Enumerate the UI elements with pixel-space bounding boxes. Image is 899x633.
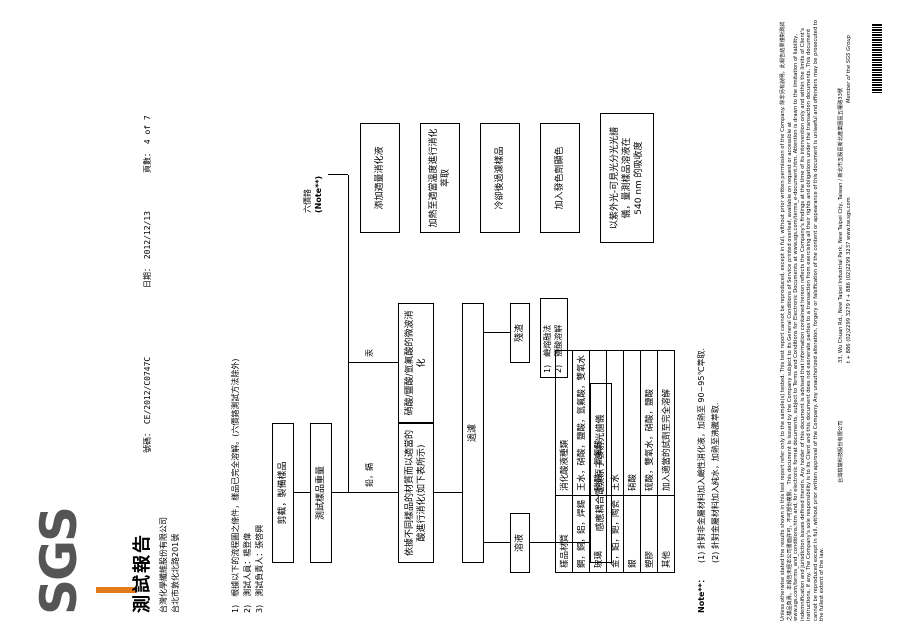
- cr-uv-line-2: 儀，量測樣品溶液在: [621, 137, 632, 219]
- footer-disclaimer: Unless otherwise stated the results show…: [780, 20, 825, 621]
- note-3: 3) 測試負責人：張啓興: [255, 524, 264, 613]
- note-2: 2) 測試人員：楊登偉: [243, 532, 252, 613]
- step-acid-digest: 依據不同樣品的材質而以適當的酸進行消化(如下表所示): [398, 423, 434, 563]
- cr-step-uv-vis: 以紫外光-可見光分光光譜 儀，量測樣品溶液在 540 nm 的吸收度: [600, 113, 654, 243]
- note-stars-line-1: (1) 針對非金屬材料加入鹼性消化液，加熱至 90~95℃萃取.: [697, 347, 706, 563]
- company-address: 台北市敦化北路201號: [171, 533, 180, 613]
- connector: [348, 492, 398, 493]
- barcode: [872, 23, 882, 93]
- step-cut-prepare: 剪截，製備樣品: [272, 423, 294, 563]
- digestion-table: 樣品材質 消化酸液種類 鋼，銅，鋁，焊錫王水，硝酸，鹽酸，氫氟酸，雙氧水 玻璃硝…: [555, 350, 675, 573]
- cr-step-add-color: 加入發色劑顯色: [540, 123, 580, 233]
- footer-address-2: t + 886 (02)2299 3279 f + 886 (02)2299 3…: [846, 197, 852, 363]
- table-header-acid: 消化酸液種類: [555, 350, 573, 496]
- connector: [332, 492, 348, 493]
- note-1: 1) 根據以下的流程圖之條件，樣品已完全溶解。(六價鉻測試方法除外): [231, 358, 240, 613]
- cell-acid: 硝酸，氫氟酸: [589, 350, 607, 496]
- report-date: 日期： 2012/12/13: [143, 211, 152, 288]
- connector: [484, 332, 510, 333]
- fusion-step-1: 1) 鹼熔融法: [543, 324, 552, 373]
- note-ref: (Note**): [314, 175, 323, 213]
- step-microwave-digest: 硝酸/鹽酸/氫氟酸的微波消化: [398, 303, 434, 423]
- step-residue: 殘渣: [510, 303, 530, 363]
- cell-material: 鋼，銅，鋁，焊錫: [572, 495, 590, 573]
- table-header-material: 樣品材質: [555, 495, 573, 573]
- table-row: 金，鉑，鈀，陶瓷王水: [606, 350, 624, 573]
- cr-step-heat-extract: 加熱至適當溫度進行消化萃取: [420, 123, 460, 233]
- table-row: 鋼，銅，鋁，焊錫王水，硝酸，鹽酸，氫氟酸，雙氧水: [572, 350, 590, 573]
- table-header-row: 樣品材質 消化酸液種類: [555, 350, 573, 573]
- page-number: 頁數： 4 of 7: [143, 115, 152, 173]
- step-filter: 過濾: [462, 303, 484, 563]
- cell-acid: 硝酸: [623, 350, 641, 496]
- report-title: 測試報告: [132, 533, 153, 613]
- note-stars-label: Note**：: [697, 575, 706, 613]
- connector: [294, 492, 310, 493]
- sgs-logo: SGS: [30, 507, 88, 615]
- step-solution: 溶液: [510, 513, 530, 573]
- cr-uv-line-1: 以紫外光-可見光分光光譜: [609, 126, 620, 230]
- footer-address-1: 33, Wu Chuan Rd., New Taipei Industrial …: [838, 87, 844, 363]
- label-hg: 汞: [365, 349, 374, 357]
- table-row: 玻璃硝酸，氫氟酸: [589, 350, 607, 573]
- cell-material: 金，鉑，鈀，陶瓷: [606, 495, 624, 573]
- cell-material: 玻璃: [589, 495, 607, 573]
- cell-acid: 王水: [606, 350, 624, 496]
- cell-acid: 加入適當的試劑至完全溶解: [657, 350, 675, 496]
- connector: [484, 542, 510, 543]
- cr-step-cool-filter: 冷卻後過濾樣品: [480, 123, 520, 233]
- company-name: 台灣化學纖維股份有限公司: [159, 517, 168, 613]
- cell-material: 塑膠: [640, 495, 658, 573]
- cell-material: 其他: [657, 495, 675, 573]
- connector: [328, 174, 348, 175]
- connector: [434, 492, 462, 493]
- cr-step-add-solution: 添加適量消化液: [360, 123, 400, 233]
- table-row: 塑膠硫酸，雙氧水，硝酸，鹽酸: [640, 350, 658, 573]
- cr-uv-line-3: 540 nm 的吸收度: [634, 141, 645, 215]
- cell-acid: 王水，硝酸，鹽酸，氫氟酸，雙氧水: [572, 350, 590, 496]
- label-cr6: 六價鉻: [303, 189, 312, 213]
- report-number: 號碼： CE/2012/C0747C: [143, 356, 152, 453]
- cell-material: 銀: [623, 495, 641, 573]
- footer-member: Member of the SGS Group: [846, 35, 852, 103]
- table-row: 銀硝酸: [623, 350, 641, 573]
- footer-signature: 台灣檢驗科技股份有限公司: [838, 420, 844, 483]
- label-pb-cd: 鉛，鎘: [365, 463, 374, 487]
- connector: [348, 362, 398, 363]
- table-row: 其他加入適當的試劑至完全溶解: [657, 350, 675, 573]
- note-stars-line-2: (2) 針對金屬材料加入純水，加熱至沸騰萃取.: [711, 402, 720, 563]
- cell-acid: 硫酸，雙氧水，硝酸，鹽酸: [640, 350, 658, 496]
- branch-line: [348, 175, 349, 493]
- step-weigh-sample: 測試樣品重量: [310, 423, 332, 563]
